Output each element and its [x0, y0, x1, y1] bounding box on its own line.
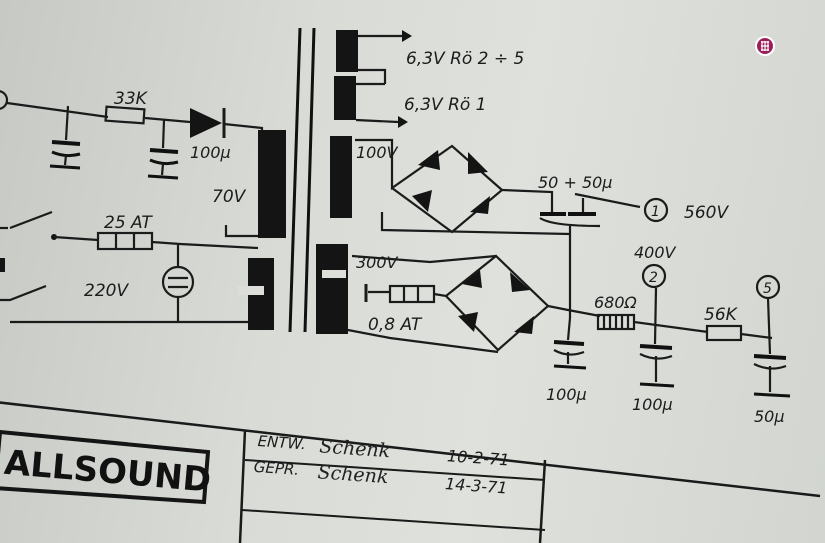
label-400v: 400V: [634, 243, 677, 262]
left-terminal: [0, 90, 9, 110]
entw-label: ENTW.: [257, 432, 306, 453]
label-220v: 220V: [84, 281, 129, 301]
node-1-circle: [643, 197, 669, 223]
winding-100v: [330, 136, 352, 218]
label-100u-b: 100µ: [632, 395, 673, 414]
label-25at: 25 AT: [104, 213, 153, 233]
label-100u-left: 100µ: [190, 143, 231, 162]
bridge-rectifier-2: [347, 254, 601, 354]
transformer-core: [288, 27, 316, 333]
label-33k: 33K: [114, 89, 149, 109]
node-2-circle: [641, 263, 667, 289]
label-100u-a: 100µ: [546, 385, 587, 404]
label-heater-1: 6,3V Rö 2 ÷ 5: [406, 49, 524, 69]
brand-box: [0, 429, 211, 505]
fuse-08at: [388, 284, 436, 304]
node-5-circle: [755, 274, 781, 300]
overlay-badge[interactable]: [755, 36, 775, 56]
neon-lamp: [161, 265, 195, 299]
bridge-rectifier-1: [355, 138, 641, 318]
grid-icon: [761, 41, 769, 51]
diode-left: [190, 108, 222, 138]
gepr-label: GEPR.: [253, 458, 299, 479]
entw-signature: Schenk: [319, 435, 391, 462]
resistor-33k: [104, 105, 146, 125]
label-heater-2: 6,3V Rö 1: [404, 95, 487, 115]
gepr-signature: Schenk: [317, 461, 389, 488]
label-node-5: 5: [763, 281, 772, 297]
resistor-56k: [705, 324, 743, 342]
fuse-25at: [96, 231, 154, 251]
gepr-date: 14-3-71: [444, 474, 508, 497]
label-50u: 50µ: [754, 407, 785, 426]
label-70v: 70V: [212, 187, 247, 207]
label-300v: 300V: [356, 253, 399, 272]
winding-300v: [316, 244, 348, 334]
label-08at: 0,8 AT: [368, 315, 423, 335]
winding-70v: [258, 130, 286, 238]
label-node-1: 1: [651, 204, 660, 220]
input-circuit: [0, 90, 286, 330]
label-50-50: 50 + 50µ: [538, 173, 612, 192]
label-56k: 56K: [704, 305, 739, 325]
label-100v: 100V: [356, 143, 399, 162]
label-node-2: 2: [649, 270, 658, 286]
secondary-windings: [316, 30, 412, 334]
label-560v: 560V: [684, 203, 729, 223]
entw-date: 10-2-71: [446, 446, 510, 469]
filter-chain: [553, 197, 791, 398]
title-block: [0, 401, 821, 543]
label-680: 680Ω: [594, 293, 638, 312]
